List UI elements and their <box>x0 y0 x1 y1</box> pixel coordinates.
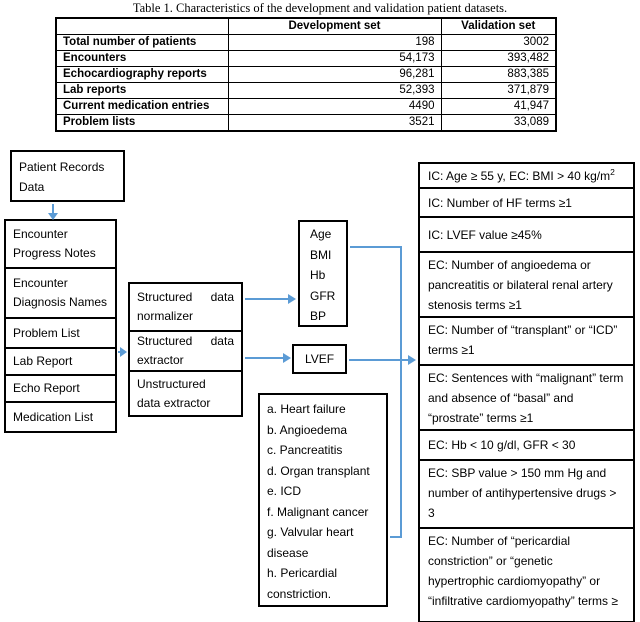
value-gfr: GFR <box>310 288 336 303</box>
criterion-transplant-icd: EC: Number of “transplant” or “ICD” term… <box>418 316 635 366</box>
criteria-column: IC: Age ≥ 55 y, EC: BMI > 40 kg/m2 IC: N… <box>418 162 635 622</box>
criterion-malignant: EC: Sentences with “malignant” term and … <box>418 364 635 431</box>
row-val-value: 33,089 <box>440 114 557 132</box>
row-dev-value: 4490 <box>227 98 442 115</box>
row-label: Problem lists <box>55 114 229 132</box>
row-dev-value: 3521 <box>227 114 442 132</box>
table-caption: Table 1. Characteristics of the developm… <box>132 1 508 15</box>
row-label: Current medication entries <box>55 98 229 115</box>
term-item: h. Pericardial constriction. <box>267 566 338 601</box>
table-header-row: Development set Validation set <box>55 17 557 35</box>
row-label: Lab reports <box>55 82 229 99</box>
value-age: Age <box>310 227 332 241</box>
criterion-hb-gfr: EC: Hb < 10 g/dl, GFR < 30 <box>418 429 635 461</box>
criterion-angioedema: EC: Number of angioedema or pancreatitis… <box>418 251 635 318</box>
row-label: Total number of patients <box>55 34 229 51</box>
source-medication-list: Medication List <box>6 401 115 431</box>
arrowhead-right-icon <box>120 347 127 357</box>
processor-line: data extractor <box>137 395 211 410</box>
row-val-value: 3002 <box>440 34 557 51</box>
source-encounter-progress-notes: Encounter Progress Notes <box>13 227 96 260</box>
table-row: Echocardiography reports 96,281 883,385 <box>55 66 557 83</box>
row-dev-value: 52,393 <box>227 82 442 99</box>
criterion-lvef: IC: LVEF value ≥45% <box>418 216 635 253</box>
value-bmi: BMI <box>310 247 332 262</box>
processor-unstructured-data-extractor: Unstructured data extractor <box>130 370 241 415</box>
row-val-value: 371,879 <box>440 82 557 99</box>
term-item: c. Pancreatitis <box>267 443 343 457</box>
criterion-age-bmi: IC: Age ≥ 55 y, EC: BMI > 40 kg/m2 <box>418 162 635 189</box>
processor-line: Structured data <box>137 290 234 304</box>
row-dev-value: 96,281 <box>227 66 442 83</box>
table-row: Lab reports 52,393 371,879 <box>55 82 557 99</box>
processor-structured-data-extractor: Structured data extractor <box>130 330 241 370</box>
row-dev-value: 54,173 <box>227 50 442 67</box>
table-row: Problem lists 3521 33,089 <box>55 114 557 132</box>
structured-values-box: Age BMI Hb GFR BP <box>298 220 348 327</box>
table-row: Encounters 54,173 393,482 <box>55 50 557 67</box>
arrowhead-right-icon <box>288 294 296 304</box>
term-item: a. Heart failure <box>267 402 346 416</box>
header-empty <box>55 17 229 35</box>
term-item: f. Malignant cancer <box>267 504 369 519</box>
term-item: d. Organ transplant <box>267 463 370 478</box>
row-val-value: 41,947 <box>440 98 557 115</box>
arrowhead-right-icon <box>283 353 291 363</box>
criterion-hf-terms: IC: Number of HF terms ≥1 <box>418 187 635 218</box>
processor-line: Unstructured <box>137 376 206 391</box>
header-validation-set: Validation set <box>440 17 557 35</box>
term-item: e. ICD <box>267 484 302 498</box>
terms-list-box: a. Heart failure b. Angioedema c. Pancre… <box>258 393 388 607</box>
processor-line: normalizer <box>137 309 194 323</box>
lvef-box: LVEF <box>292 344 347 374</box>
processor-line: Structured data <box>137 334 234 348</box>
criterion-sbp: EC: SBP value > 150 mm Hg and number of … <box>418 459 635 529</box>
source-lab-report: Lab Report <box>6 347 115 374</box>
header-development-set: Development set <box>227 17 442 35</box>
term-item: b. Angioedema <box>267 422 348 437</box>
processor-structured-data-normalizer: Structured data normalizer <box>130 284 241 330</box>
term-item: g. Valvular heart disease <box>267 525 354 560</box>
superscript: 2 <box>610 166 615 177</box>
row-dev-value: 198 <box>227 34 442 51</box>
processor-line: extractor <box>137 353 184 367</box>
row-label: Encounters <box>55 50 229 67</box>
datasets-table: Development set Validation set Total num… <box>55 17 557 132</box>
row-label: Echocardiography reports <box>55 66 229 83</box>
value-bp: BP <box>310 309 327 323</box>
row-val-value: 393,482 <box>440 50 557 67</box>
criterion-pericardial: EC: Number of “pericardial constriction”… <box>418 527 635 622</box>
source-echo-report: Echo Report <box>6 374 115 401</box>
criterion-text: IC: Age ≥ 55 y, EC: BMI > 40 kg/m2 <box>428 166 615 183</box>
table-row: Current medication entries 4490 41,947 <box>55 98 557 115</box>
arrowhead-right-icon <box>408 355 416 365</box>
source-stack: Encounter Progress Notes Encounter Diagn… <box>4 219 117 433</box>
row-val-value: 883,385 <box>440 66 557 83</box>
patient-records-box: Patient Records Data <box>10 150 125 202</box>
source-encounter-diagnosis-names: Encounter Diagnosis Names <box>6 267 115 317</box>
processor-stack: Structured data normalizer Structured da… <box>128 282 243 417</box>
table-row: Total number of patients 198 3002 <box>55 34 557 51</box>
source-problem-list: Problem List <box>6 317 115 347</box>
value-hb: Hb <box>310 268 326 282</box>
